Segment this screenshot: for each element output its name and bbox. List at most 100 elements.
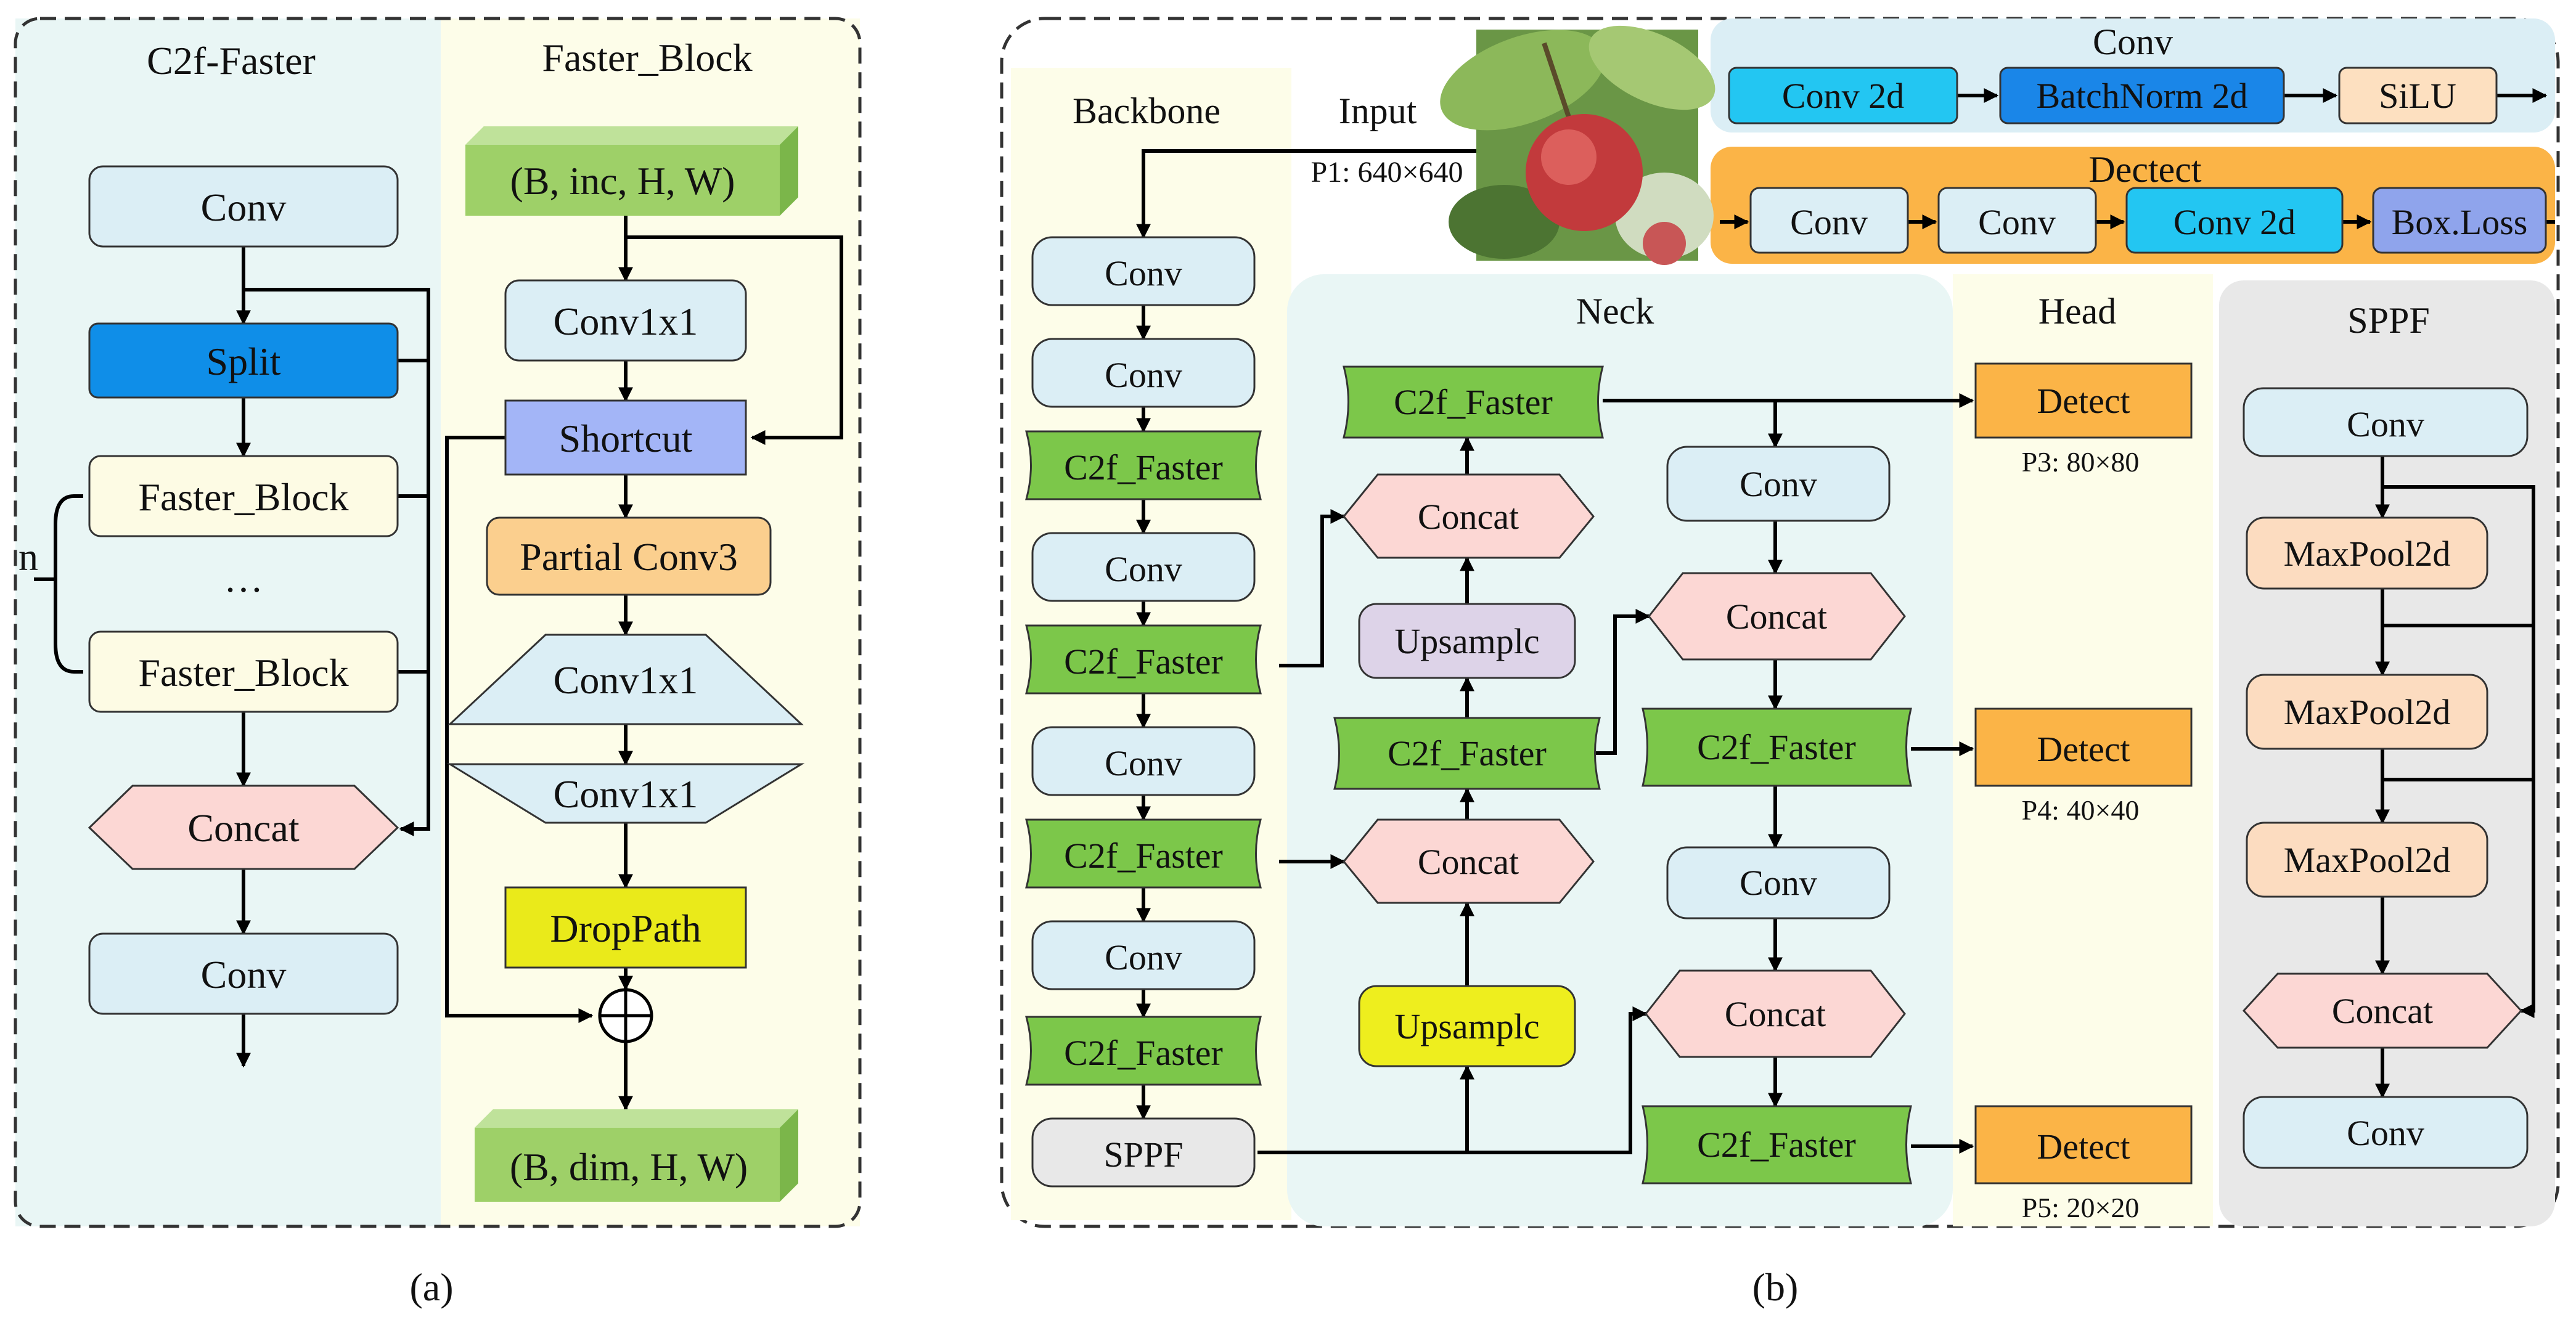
legend-silu [2338, 67, 2498, 124]
input-tensor-block [465, 126, 798, 216]
backbone-conv-4-label: Conv [1105, 743, 1182, 783]
conv1x1-reduce-label: Conv1x1 [554, 772, 698, 816]
backbone-c2f-faster-1 [1025, 430, 1262, 500]
conv1x1-top [504, 279, 747, 362]
backbone-c2f-faster-3-label: C2f_Faster [1064, 836, 1223, 876]
panel-a-caption: (a) [409, 1265, 453, 1309]
c2f-conv-bottom [88, 932, 399, 1015]
neck-concat-2 [1343, 818, 1595, 904]
neck-upsample-2-label: Upsamplc [1394, 1006, 1539, 1046]
backbone-c2f-faster-4-label: C2f_Faster [1064, 1033, 1223, 1073]
backbone-conv-5 [1031, 920, 1256, 990]
partial-conv3-label: Partial Conv3 [520, 535, 738, 579]
faster-block-node-1 [88, 455, 399, 537]
input-size-label: P1: 640×640 [1310, 156, 1463, 189]
sppf-conv-bottom [2243, 1096, 2529, 1169]
sppf-concat [2242, 972, 2523, 1049]
faster-block-1-label: Faster_Block [138, 475, 348, 519]
neck-concat-1-label: Concat [1418, 497, 1519, 537]
split-label: Split [206, 340, 281, 383]
neck-title: Neck [1576, 291, 1654, 332]
c2f-faster-title: C2f-Faster [147, 39, 316, 83]
output-tensor-block [475, 1109, 798, 1202]
c2f-faster-flow: Conv Split Faster_Block … Faster_Block n… [18, 165, 430, 1068]
neck-c2f-faster-top [1343, 365, 1604, 439]
legend-detect-conv-1 [1749, 187, 1909, 254]
conv1x1-expand [448, 634, 804, 725]
panel-b-caption: (b) [1752, 1265, 1799, 1309]
input-label: Input [1339, 91, 1417, 131]
neck-concat-right-1-label: Concat [1726, 597, 1827, 637]
backbone-conv-3-label: Conv [1105, 549, 1182, 589]
c2f-conv-top-label: Conv [201, 186, 287, 229]
neck-c2f-faster-mid [1333, 717, 1601, 790]
sppf-maxpool-3-label: MaxPool2d [2284, 840, 2451, 880]
droppath-label: DropPath [550, 907, 701, 950]
backbone-conv-2 [1031, 338, 1256, 408]
backbone-conv-1 [1031, 236, 1256, 306]
backbone-conv-4 [1031, 726, 1256, 796]
sppf-title: SPPF [2347, 300, 2429, 341]
head-detect-p3-size: P3: 80×80 [2022, 446, 2140, 478]
backbone-c2f-faster-3 [1025, 818, 1262, 889]
head-detect-p5-size: P5: 20×20 [2022, 1192, 2140, 1223]
legend-boxloss-label: Box.Loss [2392, 202, 2528, 242]
neck-concat-right-2 [1645, 969, 1906, 1058]
sppf-conv-top [2243, 387, 2529, 457]
neck-upsample-2 [1358, 985, 1576, 1067]
conv-legend: Conv Conv 2d BatchNorm 2d SiLU [1728, 22, 2548, 124]
legend-batchnorm2d-label: BatchNorm 2d [2036, 76, 2247, 116]
sppf-maxpool-1 [2246, 516, 2488, 590]
split-node [88, 322, 399, 399]
backbone-sppf-label: SPPF [1103, 1135, 1183, 1175]
neck-c2f-faster-right-2 [1642, 1105, 1912, 1184]
neck-concat-2-label: Concat [1418, 842, 1519, 882]
faster-block-2-label: Faster_Block [138, 651, 348, 695]
output-tensor-label: (B, dim, H, W) [510, 1145, 748, 1189]
sppf-maxpool-3 [2246, 822, 2488, 898]
head-detect-p3 [1974, 362, 2193, 439]
legend-detect-conv2d-label: Conv 2d [2173, 202, 2296, 242]
repeat-n-label: n [18, 535, 38, 579]
head-detect-p4-label: Detect [2037, 729, 2130, 769]
neck-edges [1257, 393, 1974, 1154]
neck-c2f-faster-right-2-label: C2f_Faster [1697, 1125, 1856, 1165]
neck-c2f-faster-right-1-label: C2f_Faster [1697, 727, 1856, 767]
legend-boxloss [2372, 187, 2547, 254]
c2f-conv-top [88, 165, 399, 248]
sppf-maxpool-2-label: MaxPool2d [2284, 692, 2451, 732]
backbone-c2f-faster-2-label: C2f_Faster [1064, 642, 1223, 682]
legend-batchnorm2d [1999, 67, 2285, 124]
panel-b: Conv Conv 2d BatchNorm 2d SiLU Dectect C… [1000, 17, 2560, 1309]
detect-legend: Dectect Conv Conv Conv 2d Box.Loss [1720, 149, 2555, 254]
ellipsis-label: … [224, 556, 263, 600]
shortcut-node [504, 399, 747, 476]
input-tensor-side-face [780, 126, 798, 216]
neck-concat-right-1 [1648, 572, 1906, 661]
conv1x1-top-label: Conv1x1 [554, 300, 698, 343]
neck-c2f-faster-right-1 [1642, 707, 1912, 787]
conv1x1-reduce [446, 763, 805, 824]
detect-legend-title: Dectect [2088, 149, 2202, 190]
droppath-node [504, 886, 747, 969]
legend-detect-conv-2-label: Conv [1978, 202, 2056, 242]
add-symbol-cross [601, 991, 650, 1040]
backbone-c2f-faster-4 [1025, 1016, 1262, 1086]
sppf-edges [2375, 456, 2535, 1099]
head-nodes: Detect P3: 80×80 Detect P4: 40×40 Detect… [1974, 362, 2193, 1223]
legend-detect-conv2d [2125, 187, 2344, 254]
backbone-conv-3 [1031, 532, 1256, 602]
neck-conv-right-1-label: Conv [1740, 464, 1817, 504]
legend-silu-label: SiLU [2379, 76, 2456, 116]
head-title: Head [2038, 291, 2117, 332]
sppf-concat-label: Concat [2332, 991, 2433, 1031]
backbone-nodes: Conv Conv C2f_Faster Conv C2f_Faster Con… [1025, 236, 1262, 1188]
faster-block-flow: (B, inc, H, W) Conv1x1 Shortcut Partial … [445, 126, 843, 1202]
neck-conv-right-2-label: Conv [1740, 863, 1817, 903]
sppf-nodes: Conv MaxPool2d MaxPool2d MaxPool2d Conca… [2242, 387, 2529, 1169]
output-tensor-side-face [780, 1109, 798, 1202]
conv1x1-expand-label: Conv1x1 [554, 658, 698, 702]
head-detect-p3-label: Detect [2037, 381, 2130, 421]
apple-photo [1440, 25, 1715, 265]
